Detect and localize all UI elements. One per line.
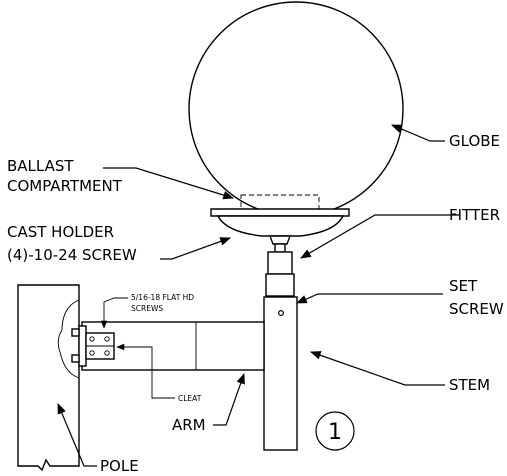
label-flat-hd-screws-line2: SCREWS: [131, 304, 163, 313]
label-fitter: FITTER: [449, 206, 500, 224]
label-pole: POLE: [100, 457, 139, 475]
label-cast-holder-line1: CAST HOLDER: [7, 223, 114, 241]
cleat-shape: [71, 325, 115, 367]
stem-shape: [263, 296, 298, 451]
leader-lines: [57, 124, 460, 467]
globe-shape: [188, 1, 404, 217]
label-cast-holder-line2: (4)-10-24 SCREW: [7, 246, 137, 264]
label-ballast-line2: COMPARTMENT: [7, 177, 123, 195]
label-set-screw-line1: SET: [449, 277, 478, 295]
fitter-shape: [265, 235, 295, 297]
label-arm: ARM: [172, 416, 206, 434]
label-set-screw-line2: SCREW: [449, 300, 504, 318]
detail-number-circle: [315, 411, 355, 451]
label-cleat: CLEAT: [178, 394, 202, 403]
pole-shape: [17, 284, 80, 472]
detail-number: 1: [328, 420, 342, 445]
label-globe: GLOBE: [449, 132, 500, 150]
cast-holder-shape: [210, 208, 350, 237]
label-stem: STEM: [449, 376, 490, 394]
set-screw-dot: [278, 310, 285, 317]
label-flat-hd-screws-line1: 5/16-18 FLAT HD: [131, 293, 194, 302]
label-ballast-line1: BALLAST: [7, 157, 74, 175]
